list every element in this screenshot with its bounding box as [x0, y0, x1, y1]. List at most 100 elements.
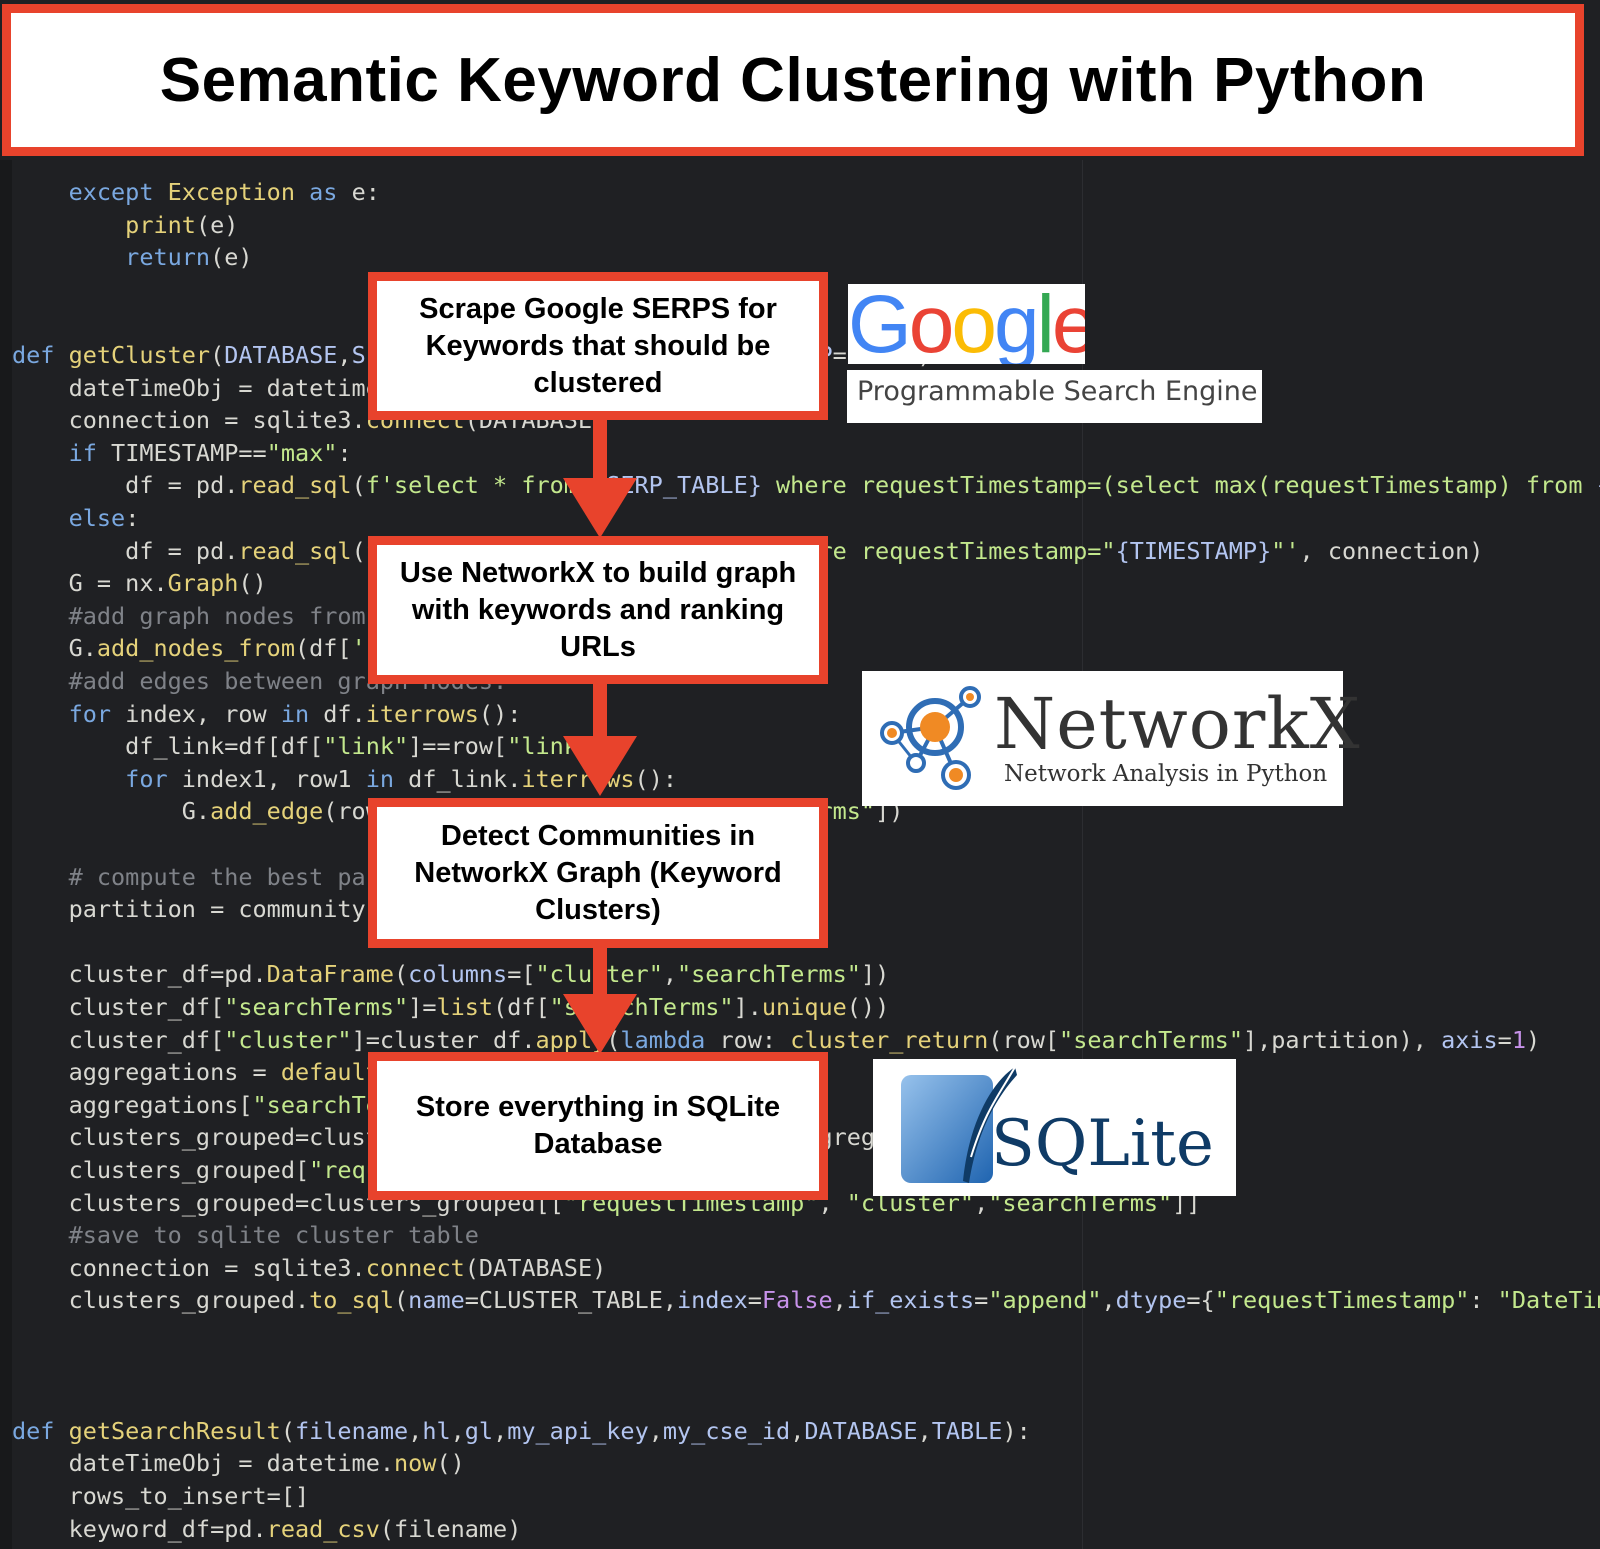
code-token: add_edge [210, 797, 324, 826]
code-token: connect [365, 1253, 465, 1282]
code-token: ( [394, 960, 409, 989]
code-token: = [832, 341, 847, 369]
code-token: DataFrame [266, 960, 395, 989]
code-token: : [125, 504, 140, 532]
code-token: now [394, 1449, 437, 1478]
code-token: (row[ [988, 1025, 1060, 1054]
google-letter-g2: g [994, 284, 1040, 364]
code-token: hl [422, 1416, 451, 1445]
code-token: df_link. [408, 764, 522, 793]
code-token: def [12, 341, 69, 369]
code-line: df_link=df[df["link"]==row["link"]] [12, 730, 620, 762]
google-letter-e: e [1051, 284, 1085, 364]
step-scrape-serps: Scrape Google SERPS for Keywords that sh… [368, 272, 828, 420]
code-token: {TIMESTAMP} [1115, 536, 1272, 565]
code-token: (e) [195, 210, 239, 239]
code-line: rows_to_insert=[] [12, 1480, 310, 1512]
networkx-graph-icon [880, 686, 981, 790]
code-token: ( [280, 1416, 295, 1445]
code-token: , connection) [1299, 536, 1484, 565]
code-line: cluster_df=pd.DataFrame(columns=["cluste… [12, 958, 890, 990]
code-token: =[ [507, 960, 536, 989]
code-token: read_csv [266, 1514, 380, 1543]
code-token: ]= [408, 993, 437, 1021]
code-token: ]==row[ [408, 732, 508, 761]
code-token: , [408, 1416, 423, 1445]
code-token: ): [1002, 1416, 1031, 1445]
code-line: connection = sqlite3.connect(DATABASE) [12, 1252, 607, 1284]
code-token: False [761, 1286, 833, 1315]
code-line: def getSearchResult(filename,hl,gl,my_ap… [12, 1415, 1031, 1447]
code-token: "' [1271, 536, 1300, 565]
code-token: = [1497, 1025, 1512, 1054]
code-token: def [12, 1416, 69, 1445]
code-token: getSearchResult [68, 1416, 281, 1445]
code-token: cluster_return [790, 1025, 989, 1054]
code-token: "link" [323, 732, 409, 761]
code-token: e: [351, 178, 380, 206]
code-token: (): [478, 699, 522, 728]
code-token: unique [761, 993, 847, 1021]
code-token: (df[ [493, 993, 550, 1021]
code-token: index, row [125, 699, 281, 728]
step-3-label: Detect Communities in NetworkX Graph (Ke… [414, 819, 782, 926]
code-token: "max" [266, 438, 338, 467]
code-line: for index1, row1 in df_link.iterrows(): [12, 763, 677, 795]
google-wordmark: Google [848, 284, 1085, 364]
code-token: ]. [733, 993, 762, 1021]
code-token: =CLUSTER_TABLE, [464, 1286, 677, 1315]
code-token: connection = sqlite3. [12, 406, 366, 435]
step-store-sqlite: Store everything in SQLite Database [368, 1052, 828, 1200]
networkx-name: NetworkX [994, 683, 1361, 765]
code-token: Exception [167, 178, 295, 206]
code-token: cluster_df[ [12, 993, 225, 1021]
code-token: list [436, 993, 494, 1021]
code-token: dtype [1115, 1286, 1187, 1315]
code-token: rows_to_insert=[] [12, 1482, 310, 1510]
code-token: , [1101, 1286, 1116, 1315]
code-token: columns [408, 960, 508, 989]
line-length-guide [1082, 160, 1083, 1549]
code-token: df. [323, 699, 366, 728]
code-token: aggregations = [12, 1058, 281, 1087]
code-token: axis [1441, 1025, 1498, 1054]
arrow-2-to-3 [563, 670, 637, 796]
code-token: for [12, 699, 126, 728]
code-token: 1 [1511, 1025, 1526, 1054]
page-title: Semantic Keyword Clustering with Python [159, 45, 1427, 115]
editor-gutter [0, 160, 12, 1549]
code-token: "searchTerms" [677, 960, 861, 989]
code-line: except Exception as e: [12, 176, 380, 208]
code-token: = [747, 1286, 762, 1315]
code-token: ( [351, 536, 366, 565]
code-token: filename [294, 1416, 409, 1445]
code-token: #save to sqlite cluster table [12, 1221, 479, 1250]
code-line: if TIMESTAMP=="max": [12, 437, 352, 469]
code-token: ]=cluster_df. [351, 1025, 536, 1054]
code-token: () [238, 569, 267, 598]
code-token: read_sql [238, 536, 352, 565]
code-token: df = pd. [12, 536, 239, 565]
sqlite-logo: SQLite [873, 1059, 1236, 1196]
code-token: (e) [210, 243, 253, 272]
step-detect-communities: Detect Communities in NetworkX Graph (Ke… [368, 798, 828, 948]
google-logo: Google [848, 284, 1085, 364]
code-token: keyword_df=pd. [12, 1514, 267, 1543]
code-token: my_cse_id [662, 1416, 791, 1445]
code-token: () [436, 1449, 465, 1478]
code-token: name [408, 1286, 465, 1315]
code-token: else [12, 504, 126, 532]
code-token: where requestTimestamp=(select max(reque… [761, 471, 1597, 500]
code-token: (DATABASE) [464, 1253, 607, 1282]
google-letter-o1: o [908, 284, 955, 364]
code-token: gl [464, 1416, 494, 1445]
code-token: , [337, 341, 352, 369]
code-token: : [1469, 1286, 1498, 1315]
code-token: ( [394, 1286, 409, 1315]
code-token: , [493, 1416, 508, 1445]
code-token: DATABASE [224, 341, 338, 369]
code-token: "searchTerms" [1059, 1025, 1243, 1054]
code-line: df = pd.read_sql(f'select * from {SERP_T… [12, 469, 1600, 501]
code-token: if [12, 438, 112, 467]
code-token: row: [719, 1025, 791, 1054]
